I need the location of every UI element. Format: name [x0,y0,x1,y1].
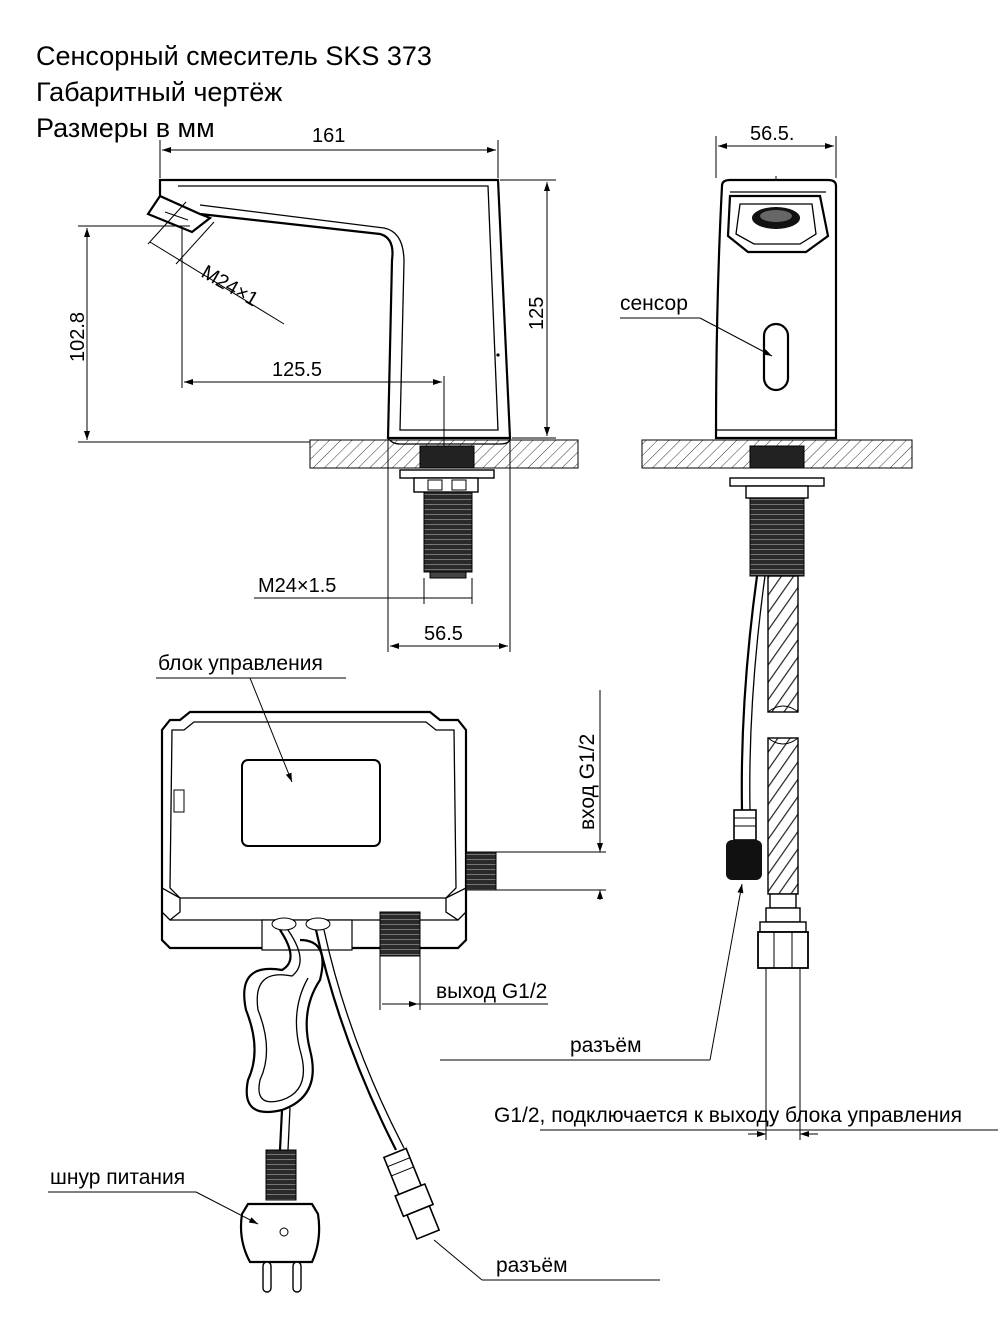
label-hose-note: G1/2, подключается к выходу блока управл… [494,1104,962,1127]
title-units: Размеры в мм [36,113,215,143]
dim-height-102-8: 102.8 [67,312,89,362]
dim-width-161: 161 [312,125,345,147]
label-outlet: выход G1/2 [436,980,547,1003]
dim-side-width: 56.5. [750,123,794,145]
dim-base-width: 56.5 [424,623,463,645]
label-sensor: сенсор [620,292,688,315]
label-connector-lower: разъём [496,1254,568,1277]
label-power-cord: шнур питания [50,1166,185,1189]
label-control-unit: блок управления [158,652,323,675]
title-product: Сенсорный смеситель SKS 373 [36,41,432,71]
dim-aerator-thread: M24×1 [198,261,262,311]
dim-mount-thread: M24×1.5 [258,575,336,597]
dim-height-125: 125 [526,297,548,330]
label-connector-upper: разъём [570,1034,642,1057]
control-unit: вход G1/2 выход G1/2 блок управления шну… [48,652,660,1293]
title-block: Сенсорный смеситель SKS 373 Габаритный ч… [36,38,432,146]
label-inlet: вход G1/2 [576,734,599,830]
faucet-side-view: 161 125 102.8 125.5 M24×1 M24×1.5 56.5 [67,125,579,652]
dim-reach-125-5: 125.5 [272,359,322,381]
faucet-front-view: 56.5. сенсор G1/2, подключается к выходу… [440,123,998,1140]
title-drawing-type: Габаритный чертёж [36,77,283,107]
